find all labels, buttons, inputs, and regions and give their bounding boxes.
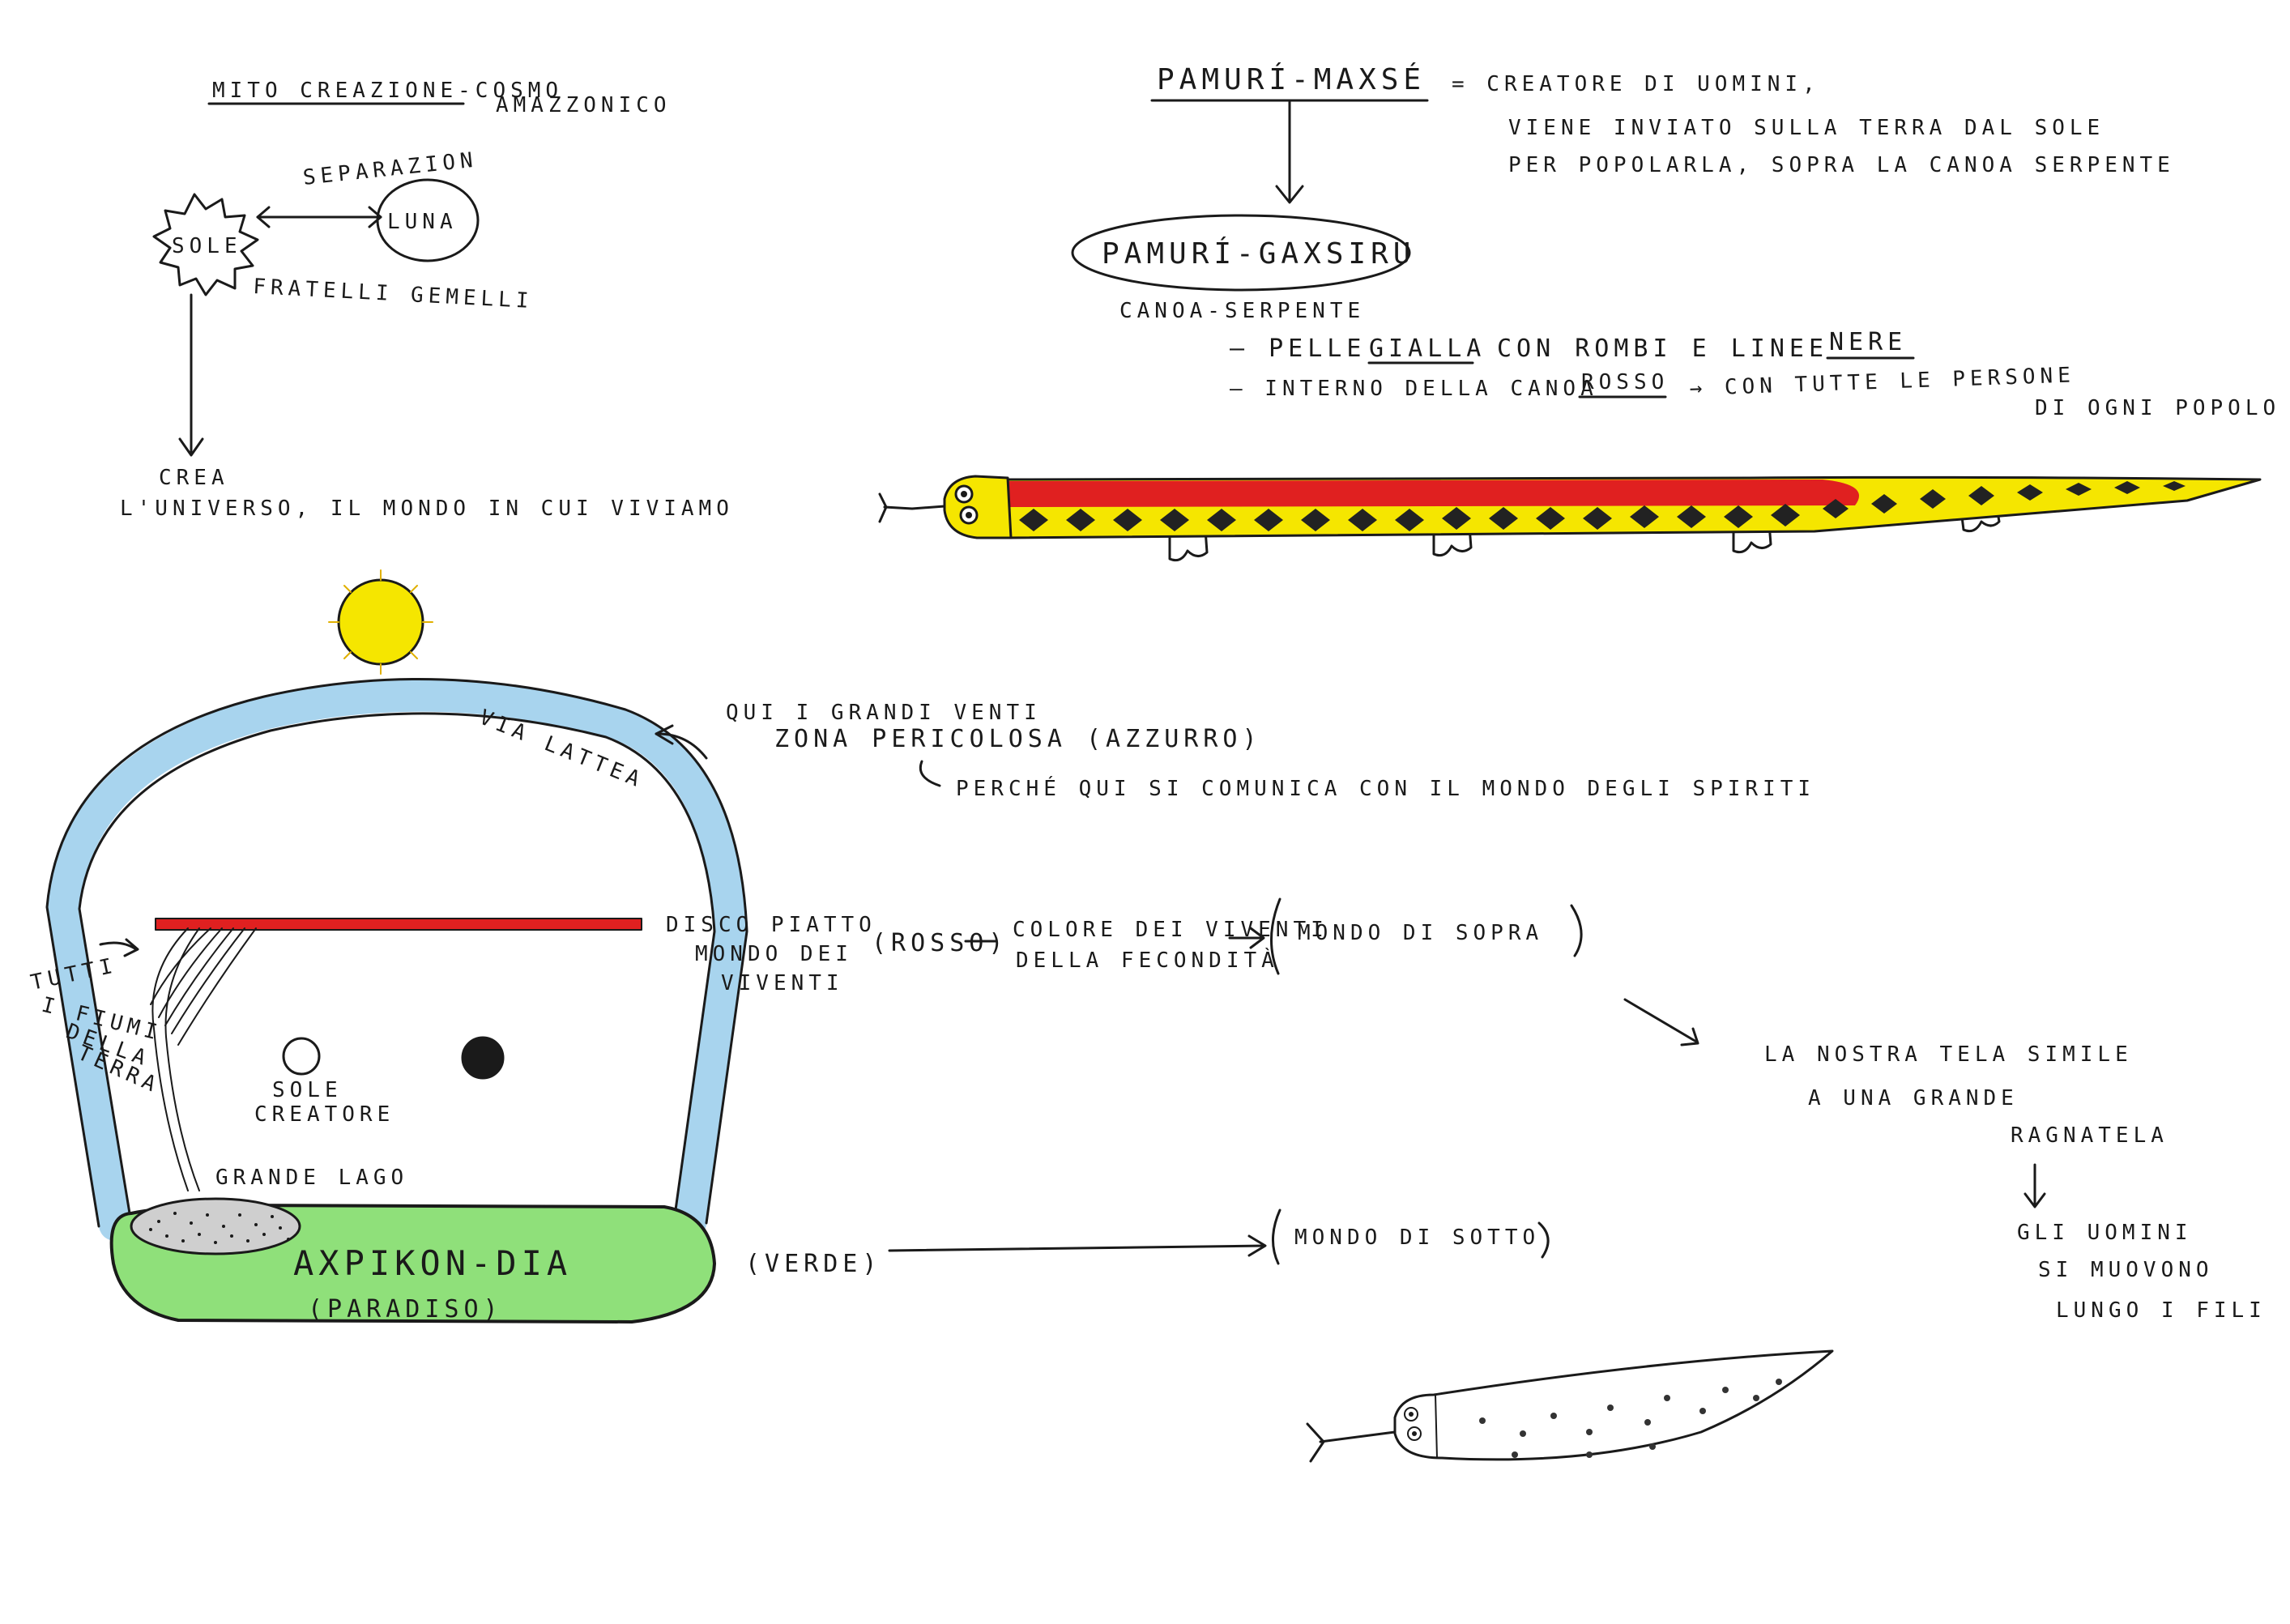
- pamuri-section: PAMURÍ-MAXSÉ = CREATORE DI UOMINI, VIENE…: [1071, 62, 2280, 420]
- pamuri-name: PAMURÍ-MAXSÉ: [1157, 62, 1426, 96]
- mondo-sopra-label: MONDO DI SOPRA: [1298, 921, 1543, 945]
- sotto-bracket-left: [1271, 1208, 1281, 1265]
- sun-icon: [152, 193, 259, 296]
- colore-label-2: DELLA FECONDITÀ: [1016, 947, 1279, 973]
- disk-label-1: DISCO PIATTO: [666, 913, 876, 937]
- pamuri-desc-3: PER POPOLARLA, SOPRA LA CANOA SERPENTE: [1508, 153, 2175, 177]
- sopra-bracket-right: [1570, 904, 1583, 957]
- ragnatela-line-1: LA NOSTRA TELA SIMILE: [1764, 1042, 2133, 1067]
- create-arrowhead: [178, 437, 204, 457]
- fiumi-arrowhead: [123, 938, 139, 957]
- arrowhead-right: [368, 206, 382, 228]
- snake-red-stripe: [1008, 480, 1859, 507]
- venti-label-2: ZONA PERICOLOSA (AZZURRO): [774, 725, 1262, 753]
- lake-label: GRANDE LAGO: [215, 1166, 408, 1190]
- sun-label: SOLE: [172, 234, 242, 258]
- canoa-ellipse: [1071, 214, 1411, 292]
- paradiso-label: (PARADISO): [308, 1295, 503, 1323]
- moon-circle: [376, 178, 480, 262]
- cosmos-diagram: VIA LATTEA QUI I GRANDI VENTI ZONA PERIC…: [28, 569, 1815, 1323]
- venti-arrow: [655, 732, 708, 760]
- larva-pupil-2: [1412, 1431, 1417, 1436]
- pelle-prefix: – PELLE: [1230, 335, 1366, 363]
- fiumi-arrow: [99, 941, 138, 951]
- larva-spots: [1479, 1379, 1782, 1458]
- sopra-bracket-left: [1270, 897, 1281, 975]
- ragnatela-line-5: SI MUOVONO: [2038, 1258, 2214, 1282]
- pelle-mid: CON ROMBI E LINEE: [1497, 335, 1828, 363]
- venti-arrowhead: [655, 724, 674, 745]
- larva-pupil-1: [1409, 1412, 1414, 1417]
- ragnatela-arrow: [1623, 998, 1698, 1043]
- tongue-fork: [878, 492, 888, 523]
- arch-inner-line: [78, 712, 716, 1225]
- cosmo-title: MITO CREAZIONE-COSMO: [212, 79, 563, 103]
- rivers: [150, 927, 257, 1191]
- ragnatela-line-6: LUNGO I FILI: [2056, 1298, 2267, 1323]
- pelle-nere: NERE: [1829, 328, 1907, 356]
- cosmo-title-2: AMAZZONICO: [496, 93, 672, 117]
- verde-label: (VERDE): [745, 1250, 881, 1278]
- arrowhead-left: [256, 206, 271, 228]
- sopra-arrowhead: [1249, 927, 1265, 949]
- pamuri-desc-2: VIENE INVIATO SULLA TERRA DAL SOLE: [1508, 116, 2104, 140]
- pelle-gialla: GIALLA: [1369, 335, 1486, 363]
- uomini-arrowhead: [2023, 1192, 2046, 1208]
- cosmo-section: MITO CREAZIONE-COSMO AMAZZONICO SEPARAZI…: [120, 79, 734, 521]
- persone-2: DI OGNI POPOLO: [2035, 396, 2280, 420]
- snake-tongue: [883, 505, 946, 510]
- disk-label-3: VIVENTI: [721, 971, 844, 995]
- canoe-serpent: [878, 475, 2262, 562]
- ragnatela-section: LA NOSTRA TELA SIMILE A UNA GRANDE RAGNA…: [1623, 998, 2267, 1323]
- twins-label: FRATELLI GEMELLI: [253, 275, 535, 313]
- snake-head: [943, 475, 1013, 539]
- milky-way-arch[interactable]: [47, 679, 747, 1241]
- larva-body: [1393, 1349, 1834, 1461]
- ragnatela-line-4: GLI UOMINI: [2017, 1221, 2193, 1245]
- venti-label-1: QUI I GRANDI VENTI: [726, 701, 1042, 725]
- universe-label: L'UNIVERSO, IL MONDO IN CUI VIVIAMO: [120, 497, 734, 521]
- flat-disk[interactable]: [155, 918, 642, 931]
- larva-neck: [1435, 1394, 1438, 1459]
- ragnatela-arrowhead: [1680, 1027, 1699, 1046]
- sotto-bracket-right: [1537, 1221, 1550, 1259]
- sotto-arrow: [888, 1244, 1265, 1252]
- larva-tongue: [1319, 1430, 1397, 1443]
- ragnatela-line-3: RAGNATELA: [2011, 1123, 2168, 1148]
- canoa-label: CANOA-SERPENTE: [1119, 299, 1365, 323]
- creator-label-1: SOLE: [272, 1078, 343, 1102]
- persone-1: → CON TUTTE LE PERSONE: [1689, 363, 2075, 401]
- snake-pupil-2: [966, 512, 972, 518]
- arch-outer-line: [45, 678, 748, 1228]
- grey-larva: [1306, 1349, 1834, 1463]
- ragnatela-line-2: A UNA GRANDE: [1808, 1086, 2019, 1110]
- snake-pupil-1: [961, 491, 967, 497]
- interno-prefix: – INTERNO DELLA CANOA: [1230, 377, 1598, 401]
- sotto-arrowhead: [1247, 1234, 1267, 1257]
- red-label: (ROSSO): [872, 929, 1008, 957]
- canoa-name: PAMURÍ-GAXSIRU: [1102, 237, 1415, 271]
- great-lake[interactable]: [130, 1197, 301, 1255]
- axpikon-label: AXPIKON-DIA: [293, 1243, 572, 1283]
- snake-diamonds: [1019, 481, 2186, 531]
- creator-label-2: CREATORE: [254, 1102, 394, 1127]
- spiriti-label: PERCHÉ QUI SI COMUNICA CON IL MONDO DEGL…: [956, 775, 1815, 801]
- lake-dots: [149, 1212, 290, 1244]
- spiriti-arrow: [919, 760, 941, 787]
- interno-rosso: ROSSO: [1581, 370, 1669, 394]
- colore-label-1: COLORE DEI VIVENTI: [1013, 918, 1328, 942]
- disk-label-2: MONDO DEI: [695, 942, 853, 966]
- larva-tongue-fork: [1306, 1422, 1325, 1463]
- sun-rays: [328, 569, 433, 675]
- svg-text:– PELLE: – PELLE: [1230, 335, 1366, 363]
- pamuri-arrowhead: [1275, 185, 1304, 204]
- mondo-sotto-label: MONDO DI SOTTO: [1294, 1225, 1540, 1250]
- crea-label: CREA: [159, 466, 229, 490]
- pamuri-desc-1: = CREATORE DI UOMINI,: [1452, 72, 1820, 96]
- dark-sun-icon: [461, 1036, 505, 1080]
- creator-sun-icon: [282, 1037, 321, 1076]
- moon-label: LUNA: [387, 210, 458, 234]
